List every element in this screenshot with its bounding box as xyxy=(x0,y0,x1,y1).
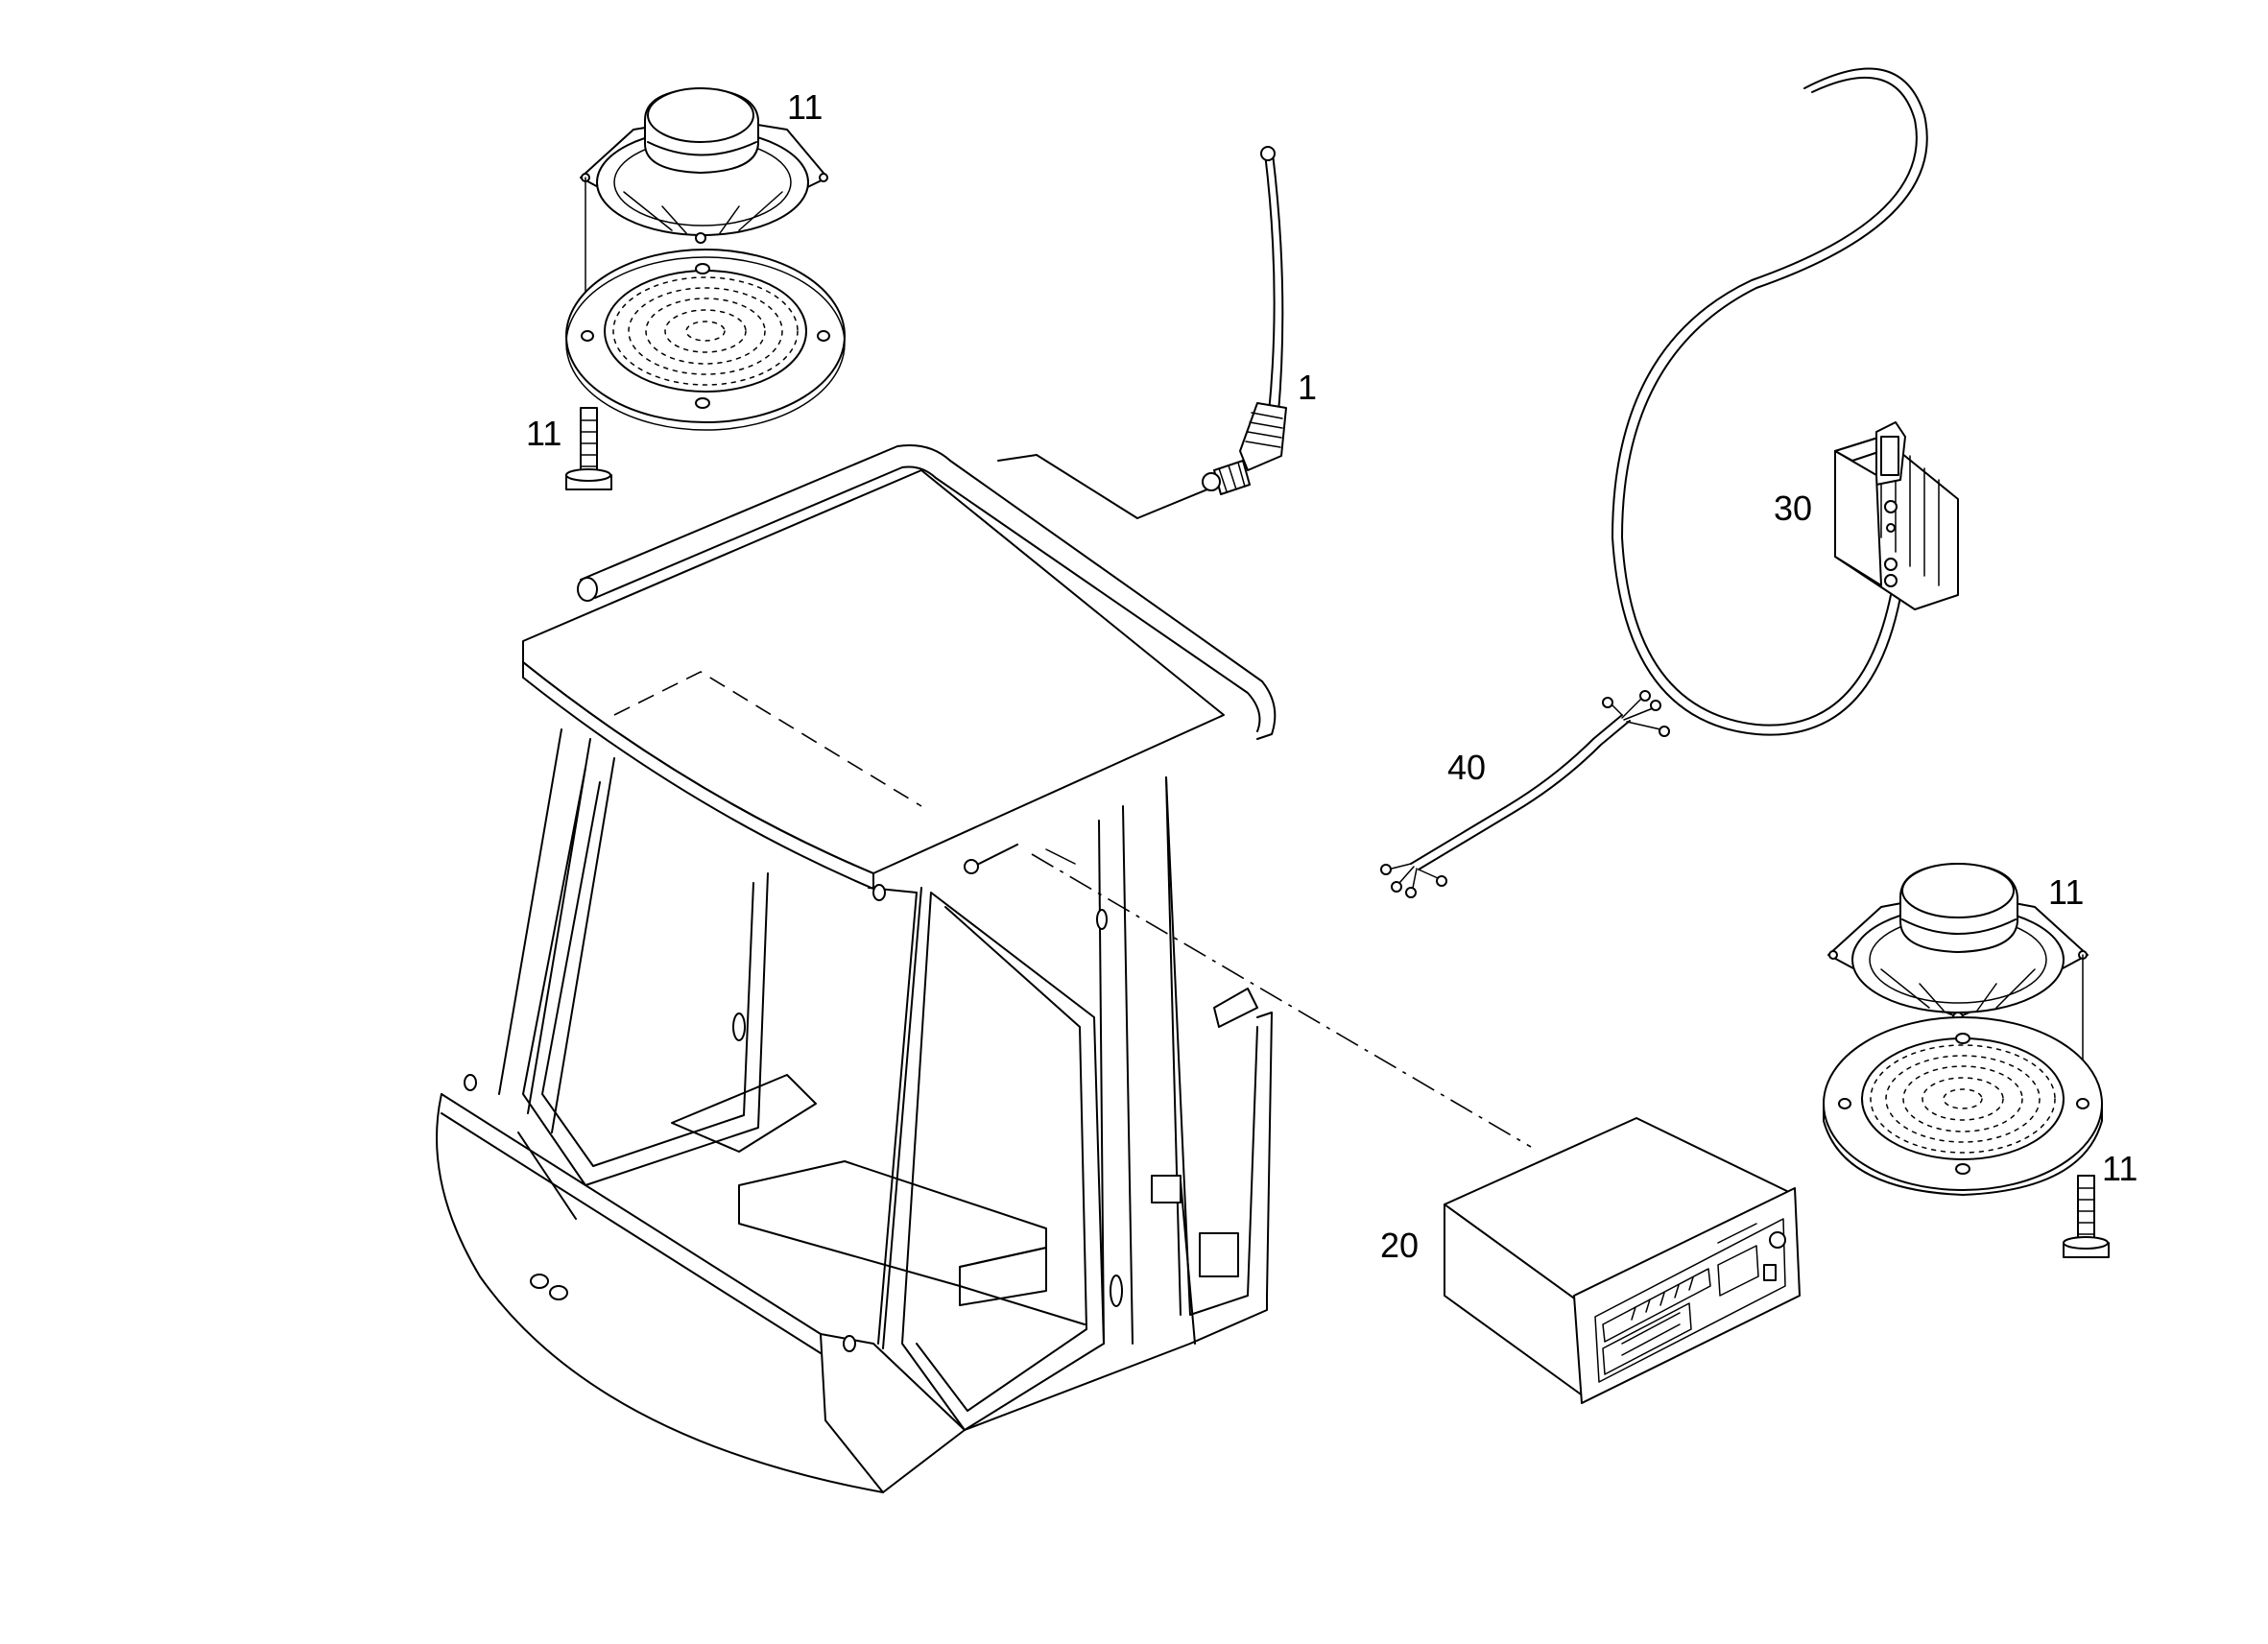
callout-speaker-top: 11 xyxy=(787,87,823,127)
speaker-grille-top xyxy=(565,249,846,431)
speaker-right xyxy=(1827,863,2089,1023)
amplifier xyxy=(1834,421,1959,610)
amplifier-cable xyxy=(1611,67,1928,736)
cab-roof xyxy=(522,469,1225,874)
screw-right xyxy=(2063,1175,2110,1258)
callout-antenna: 1 xyxy=(1298,368,1317,407)
speaker-top xyxy=(580,87,828,244)
callout-radio: 20 xyxy=(1380,1226,1419,1265)
callout-screw-top: 11 xyxy=(526,414,561,453)
callout-harness: 40 xyxy=(1447,748,1486,787)
wiring-harness xyxy=(1380,690,1670,898)
callout-speaker-right: 11 xyxy=(2048,872,2084,912)
cab-assembly xyxy=(436,444,1277,1493)
callout-amplifier: 30 xyxy=(1774,488,1812,528)
leader-roof-to-cab xyxy=(613,671,922,807)
leader-cab-to-radio xyxy=(1031,853,1532,1148)
speaker-grille-right xyxy=(1823,1016,2103,1196)
radio-unit xyxy=(1444,1117,1801,1404)
callout-screw-right: 11 xyxy=(2102,1149,2137,1188)
antenna xyxy=(1202,146,1287,495)
screw-top xyxy=(565,407,612,490)
